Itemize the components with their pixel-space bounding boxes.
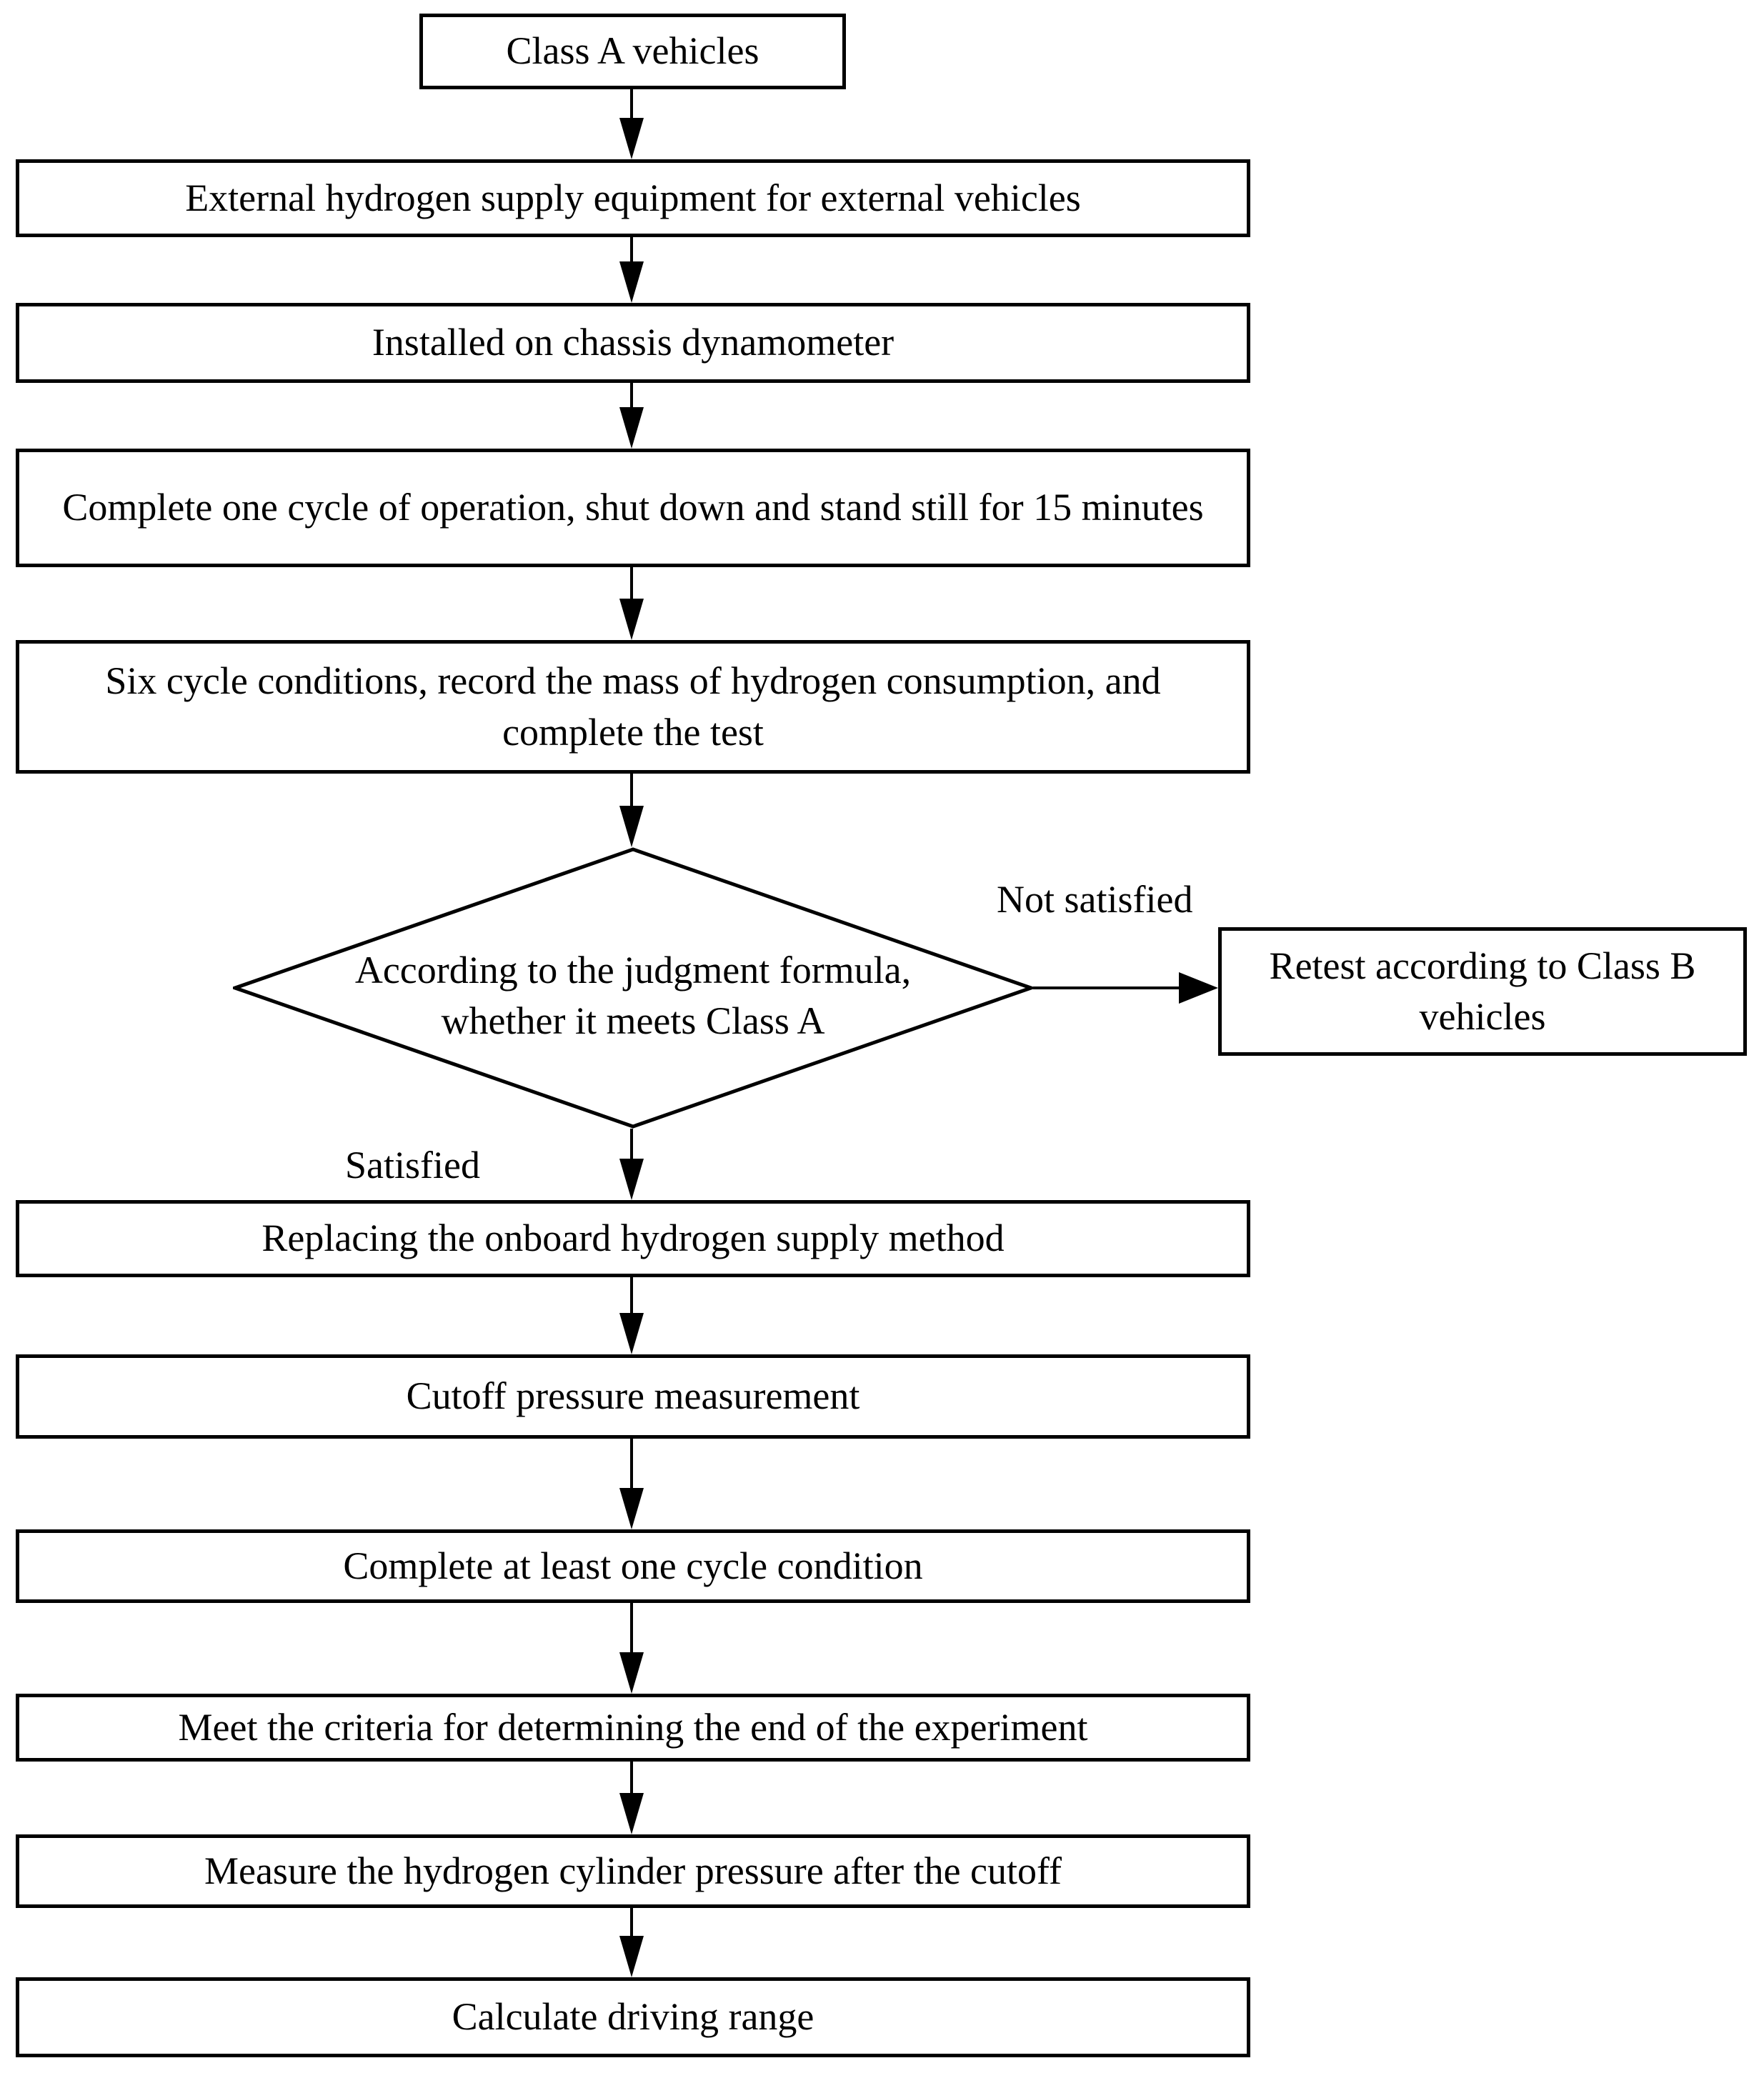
- node-replacing-onboard-supply: Replacing the onboard hydrogen supply me…: [16, 1200, 1250, 1277]
- arrow-line: [630, 237, 633, 261]
- arrowhead-down-icon: [619, 407, 644, 449]
- arrowhead-right-icon: [1179, 972, 1218, 1004]
- node-label: Complete at least one cycle condition: [343, 1544, 923, 1587]
- node-six-cycle-conditions: Six cycle conditions, record the mass of…: [16, 640, 1250, 774]
- arrow-line: [630, 1129, 633, 1159]
- edge-label-not-satisfied: Not satisfied: [997, 878, 1193, 921]
- node-complete-one-cycle: Complete one cycle of operation, shut do…: [16, 449, 1250, 567]
- node-label: Six cycle conditions, record the mass of…: [105, 659, 1161, 754]
- arrow-line: [630, 567, 633, 599]
- decision-label: According to the judgment formula, wheth…: [354, 948, 912, 1042]
- node-label: Measure the hydrogen cylinder pressure a…: [204, 1849, 1062, 1892]
- arrow-line: [630, 1603, 633, 1652]
- node-label: Class A vehicles: [506, 29, 759, 73]
- arrow-line: [1033, 986, 1179, 989]
- arrow-line: [630, 1762, 633, 1793]
- node-installed-chassis-dynamometer: Installed on chassis dynamometer: [16, 303, 1250, 383]
- arrow-line: [630, 1439, 633, 1488]
- node-label: Replacing the onboard hydrogen supply me…: [261, 1217, 1005, 1260]
- node-class-a-vehicles: Class A vehicles: [419, 14, 846, 89]
- node-label: Installed on chassis dynamometer: [372, 321, 895, 364]
- node-cutoff-pressure-measurement: Cutoff pressure measurement: [16, 1354, 1250, 1439]
- edge-label-satisfied: Satisfied: [345, 1144, 480, 1187]
- arrowhead-down-icon: [619, 1313, 644, 1354]
- node-measure-cylinder-pressure: Measure the hydrogen cylinder pressure a…: [16, 1834, 1250, 1908]
- node-label: External hydrogen supply equipment for e…: [185, 176, 1081, 219]
- arrowhead-down-icon: [619, 1652, 644, 1694]
- arrow-line: [630, 383, 633, 407]
- arrow-line: [630, 89, 633, 118]
- arrowhead-down-icon: [619, 1159, 644, 1200]
- node-calculate-driving-range: Calculate driving range: [16, 1977, 1250, 2057]
- node-label: Calculate driving range: [452, 1995, 814, 2039]
- arrowhead-down-icon: [619, 261, 644, 303]
- arrowhead-down-icon: [619, 806, 644, 847]
- arrowhead-down-icon: [619, 118, 644, 159]
- arrowhead-down-icon: [619, 599, 644, 640]
- arrow-line: [630, 774, 633, 806]
- arrow-line: [630, 1908, 633, 1936]
- diamond-shape: [233, 847, 1033, 1129]
- node-label: Cutoff pressure measurement: [406, 1374, 860, 1418]
- arrow-line: [630, 1277, 633, 1313]
- decision-node: According to the judgment formula, wheth…: [233, 847, 1033, 1129]
- arrowhead-down-icon: [619, 1936, 644, 1977]
- arrowhead-down-icon: [619, 1793, 644, 1834]
- node-label: Complete one cycle of operation, shut do…: [62, 486, 1204, 529]
- arrowhead-down-icon: [619, 1488, 644, 1529]
- node-complete-at-least-one-cycle: Complete at least one cycle condition: [16, 1529, 1250, 1603]
- node-meet-end-criteria: Meet the criteria for determining the en…: [16, 1694, 1250, 1762]
- node-retest-class-b: Retest according to Class B vehicles: [1218, 927, 1747, 1056]
- node-label: Meet the criteria for determining the en…: [178, 1705, 1088, 1749]
- node-label: Retest according to Class B vehicles: [1269, 944, 1696, 1038]
- node-external-hydrogen-supply: External hydrogen supply equipment for e…: [16, 159, 1250, 237]
